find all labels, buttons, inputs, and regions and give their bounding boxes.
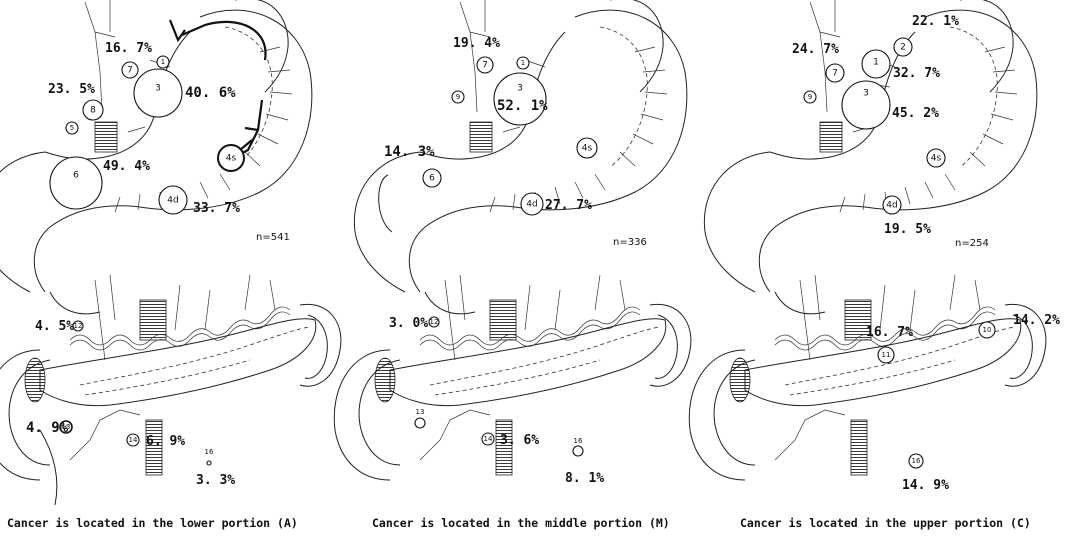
node-7-label: 7 (482, 61, 488, 71)
node-14-label: 14 (129, 436, 138, 444)
node-12-label: 12 (74, 322, 83, 330)
stat-c-4d: 19. 5% (884, 222, 931, 237)
node-16-circle (573, 446, 583, 456)
stat-c-16: 14. 9% (902, 478, 949, 493)
panel-middle-top: 7 1 3 9 6 4d 4s 19. 4% 52. 1% 14. 3% 27.… (354, 0, 686, 314)
panel-lower-bottom: 12 13 14 16 4. 5% 4. 9% 6. 9% 3. 3% (0, 275, 341, 505)
stat-m-4d: 27. 7% (545, 198, 592, 213)
stat-a-13: 4. 9% (26, 420, 69, 436)
node-13-circle (415, 418, 425, 428)
node-16-label: 16 (205, 448, 214, 456)
stat-a-8: 23. 5% (48, 82, 95, 97)
panel-upper-bottom: 11 10 16 16. 7% 14. 2% 14. 9% (689, 275, 1060, 493)
node-7-label: 7 (127, 66, 133, 76)
n-count-c: n=254 (955, 238, 989, 249)
node-4s-label: 4s (226, 154, 237, 164)
node-6-circle (50, 157, 102, 209)
caption-middle: Cancer is located in the middle portion … (372, 516, 670, 530)
node-16-label: 16 (912, 457, 921, 465)
node-4d-label: 4d (167, 196, 178, 206)
stat-m-7: 19. 4% (453, 36, 500, 51)
stat-a-6: 49. 4% (103, 159, 150, 174)
stat-a-7: 16. 7% (105, 41, 152, 56)
node-1-label: 1 (521, 59, 525, 67)
node-4d-label: 4d (886, 201, 897, 211)
node-6-label: 6 (73, 171, 79, 181)
panel-middle-bottom: 12 13 14 16 3. 0% 3. 6% 8. 1% (334, 275, 691, 486)
node-10-label: 10 (983, 326, 992, 334)
node-1-label: 1 (873, 58, 879, 68)
node-3-label: 3 (155, 84, 161, 94)
stat-c-2: 22. 1% (912, 14, 959, 29)
stat-a-12: 4. 5% (35, 319, 74, 334)
node-2-label: 2 (900, 43, 906, 53)
stat-a-3: 40. 6% (185, 85, 236, 101)
stat-a-4d: 33. 7% (193, 201, 240, 216)
stat-m-16: 8. 1% (565, 471, 604, 486)
stat-c-11: 16. 7% (866, 325, 913, 340)
node-4d-label: 4d (526, 200, 537, 210)
node-6-label: 6 (429, 174, 435, 184)
stat-c-3: 45. 2% (892, 106, 939, 121)
panel-upper-top: 2 7 1 3 9 4d 4s 22. 1% 24. 7% 32. 7% 45.… (704, 0, 1036, 314)
stat-m-14: 3. 6% (500, 433, 539, 448)
stat-a-16: 3. 3% (196, 473, 235, 488)
node-16-label: 16 (574, 437, 583, 445)
caption-upper: Cancer is located in the upper portion (… (740, 516, 1031, 530)
stat-m-3: 52. 1% (497, 98, 548, 114)
node-3-label: 3 (517, 84, 523, 94)
node-16-circle (207, 461, 211, 465)
stat-a-14: 6. 9% (146, 434, 185, 449)
node-13-label: 13 (416, 408, 425, 416)
n-count-m: n=336 (613, 237, 647, 248)
node-1-label: 1 (161, 58, 165, 66)
stat-c-1: 32. 7% (893, 66, 940, 81)
node-11-label: 11 (882, 351, 891, 359)
node-7-label: 7 (832, 69, 838, 79)
node-14-label: 14 (484, 435, 493, 443)
stat-c-7: 24. 7% (792, 42, 839, 57)
node-9-label: 9 (808, 93, 812, 101)
stat-c-10: 14. 2% (1013, 313, 1060, 328)
panel-lower-top: 7 1 3 8 5 6 4d 4s 16. 7% 23. 5% 40. 6% 4… (0, 0, 312, 314)
stat-m-12: 3. 0% (389, 316, 428, 331)
node-4s-label: 4s (931, 154, 942, 164)
node-12-label: 12 (430, 318, 439, 326)
stat-m-6: 14. 3% (384, 144, 435, 160)
node-3-label: 3 (863, 89, 869, 99)
caption-lower: Cancer is located in the lower portion (… (7, 516, 298, 530)
node-8-label: 8 (90, 106, 96, 116)
node-4s-label: 4s (582, 144, 593, 154)
node-9-label: 9 (456, 93, 460, 101)
node-5-label: 5 (70, 124, 74, 132)
n-count-a: n=541 (256, 232, 290, 243)
